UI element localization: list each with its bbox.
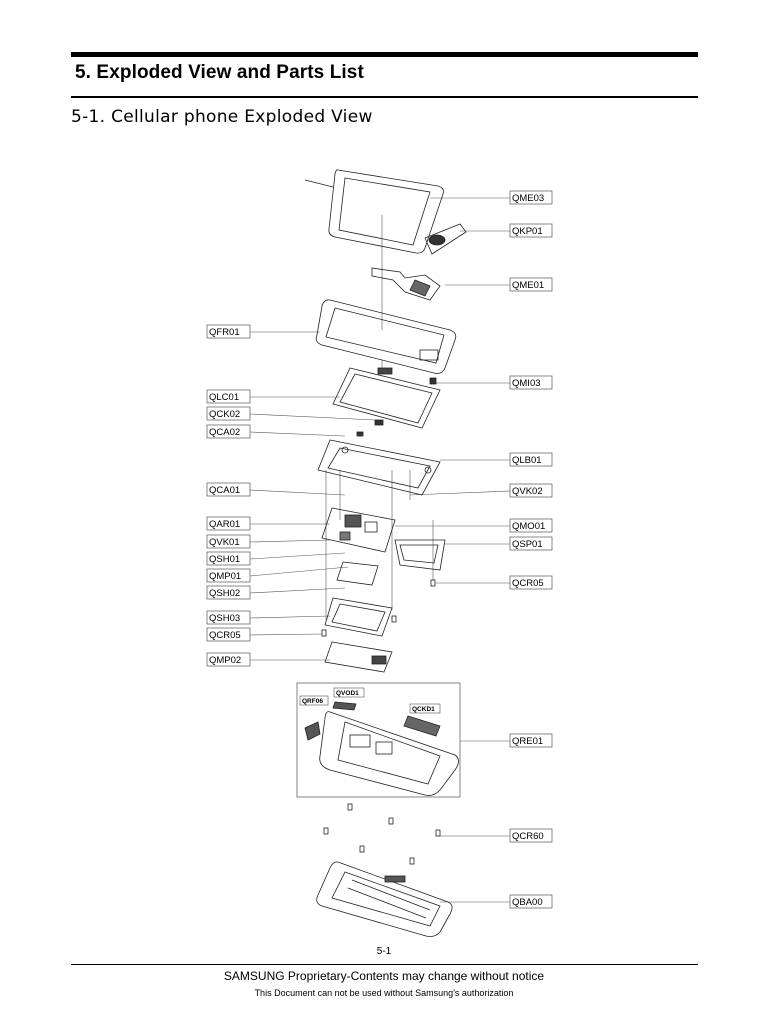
svg-text:QMI03: QMI03	[512, 378, 541, 389]
callout-qme01: QME01	[509, 277, 553, 292]
callout-qvk01: QVK01	[206, 534, 251, 549]
callout-qmi03: QMI03	[509, 375, 553, 390]
svg-text:QCKD1: QCKD1	[412, 706, 435, 713]
callout-qar01: QAR01	[206, 516, 251, 531]
flex-part	[371, 267, 441, 301]
svg-text:QSH02: QSH02	[209, 588, 240, 599]
callout-qvod1: QVOD1	[333, 687, 365, 698]
svg-text:QCR05: QCR05	[209, 630, 241, 641]
svg-text:QLC01: QLC01	[209, 392, 239, 403]
svg-text:QRF06: QRF06	[302, 698, 323, 705]
bracket-part	[317, 439, 441, 496]
svg-text:QSP01: QSP01	[512, 539, 543, 550]
callout-qre01: QRE01	[509, 733, 553, 748]
callout-qme03: QME03	[509, 190, 553, 205]
svg-text:QMO01: QMO01	[512, 521, 545, 532]
svg-text:QCA01: QCA01	[209, 485, 240, 496]
callout-qcr05-right: QCR05	[509, 575, 553, 590]
callout-qca01: QCA01	[206, 482, 251, 497]
svg-text:QCR05: QCR05	[512, 578, 544, 589]
callout-qcr60: QCR60	[509, 828, 553, 843]
touch-window-part	[304, 169, 444, 254]
callout-qsh02: QSH02	[206, 585, 251, 600]
callout-qkp01: QKP01	[509, 223, 553, 238]
speaker-part	[394, 539, 446, 571]
callout-qcr05-left: QCR05	[206, 627, 251, 642]
shield-frame-part	[324, 597, 393, 637]
sub-pcb-part	[324, 641, 393, 673]
callout-qca02: QCA02	[206, 424, 251, 439]
svg-text:QVOD1: QVOD1	[336, 690, 359, 697]
svg-text:QCK02: QCK02	[209, 409, 240, 420]
callout-qlb01: QLB01	[509, 452, 553, 467]
svg-text:QCA02: QCA02	[209, 427, 240, 438]
footer-authorization: This Document can not be used without Sa…	[254, 988, 514, 998]
svg-text:QVK01: QVK01	[209, 537, 240, 548]
page-number: 5-1	[376, 946, 392, 957]
callouts: QME03 QKP01 QME01 QFR01 QMI03 QLC01 QCK0…	[206, 190, 553, 909]
svg-text:QMP02: QMP02	[209, 655, 241, 666]
main-pcb-part	[321, 507, 396, 553]
svg-text:QKP01: QKP01	[512, 226, 543, 237]
footer-notice: SAMSUNG Proprietary-Contents may change …	[223, 969, 545, 983]
callout-qba00: QBA00	[509, 894, 553, 909]
top-rule	[71, 52, 698, 57]
key-part	[424, 223, 467, 255]
svg-text:QAR01: QAR01	[209, 519, 240, 530]
svg-text:QSH01: QSH01	[209, 554, 240, 565]
svg-text:QRE01: QRE01	[512, 736, 543, 747]
title-underline	[71, 96, 698, 98]
callout-qlc01: QLC01	[206, 389, 251, 404]
callout-qmp02: QMP02	[206, 652, 251, 667]
mic-part	[429, 377, 437, 385]
callout-qmp01: QMP01	[206, 568, 251, 583]
leader-lines	[249, 197, 511, 903]
front-frame-part	[315, 299, 457, 374]
svg-text:QFR01: QFR01	[209, 327, 240, 338]
callout-qsh01: QSH01	[206, 551, 251, 566]
svg-text:QVK02: QVK02	[512, 486, 543, 497]
rear-case-group-box	[296, 682, 461, 798]
callout-qsp01: QSP01	[509, 536, 553, 551]
svg-text:QME03: QME03	[512, 193, 544, 204]
callout-qck02: QCK02	[206, 406, 251, 421]
callout-qrf06: QRF06	[299, 695, 329, 706]
svg-text:QBA00: QBA00	[512, 897, 543, 908]
subsection-title: 5-1. Cellular phone Exploded View	[71, 107, 373, 127]
shield-part	[336, 561, 379, 586]
section-title: 5. Exploded View and Parts List	[75, 62, 364, 83]
callout-qsh03: QSH03	[206, 610, 251, 625]
rear-case-part	[319, 711, 459, 796]
svg-text:QME01: QME01	[512, 280, 544, 291]
callout-qfr01: QFR01	[206, 324, 251, 339]
svg-text:QMP01: QMP01	[209, 571, 241, 582]
svg-text:QCR60: QCR60	[512, 831, 544, 842]
callout-qvk02: QVK02	[509, 483, 553, 498]
svg-text:QSH03: QSH03	[209, 613, 240, 624]
lcd-part	[332, 367, 441, 429]
footer-rule	[71, 964, 698, 965]
screws	[321, 579, 441, 865]
svg-text:QLB01: QLB01	[512, 455, 542, 466]
callout-qckd1: QCKD1	[409, 703, 441, 714]
battery-cover-part	[316, 861, 453, 937]
callout-qmo01: QMO01	[509, 518, 553, 533]
